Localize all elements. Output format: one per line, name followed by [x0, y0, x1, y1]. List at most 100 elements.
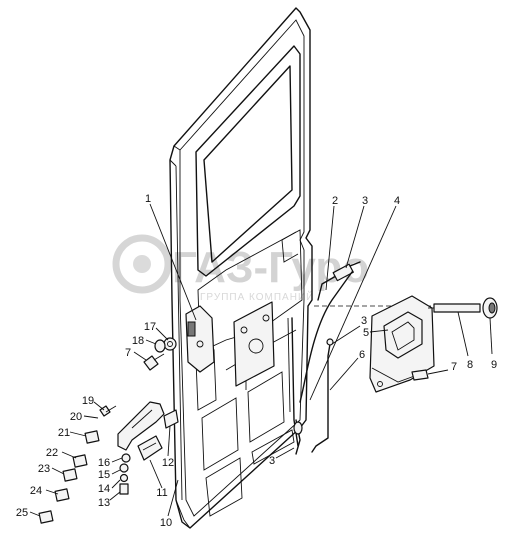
- block-23: [62, 468, 78, 482]
- nut-16: [121, 453, 131, 463]
- block-25: [38, 510, 54, 524]
- door-lock-bolt: [196, 340, 204, 348]
- door-panel: [169, 7, 313, 529]
- screw-right: [411, 369, 429, 381]
- leader-12: [167, 425, 171, 457]
- door-flange-edge: [169, 145, 183, 501]
- door-flange-inner: [179, 19, 305, 517]
- leader-22: [61, 451, 77, 459]
- callout-10: 10: [160, 517, 172, 529]
- callout-13: 13: [98, 497, 110, 509]
- door-outer-contour: [169, 7, 313, 529]
- spring-18: [154, 339, 166, 353]
- rod-adjuster: [332, 263, 354, 282]
- screw-13: [119, 483, 129, 495]
- lock-mount-hole-small: [240, 326, 248, 334]
- inner-rod-vertical-2: [287, 317, 291, 413]
- leader-1: [149, 203, 197, 321]
- screw-left-thread: [153, 353, 165, 361]
- door-inner-opening-3: [205, 457, 243, 517]
- lock-mount-plate: [233, 301, 275, 387]
- leader-21: [69, 431, 87, 437]
- rod-upper: [317, 275, 337, 301]
- lock-cylinder-face: [488, 302, 496, 314]
- callout-6: 6: [359, 349, 365, 361]
- leader-4: [309, 205, 397, 401]
- callout-17: 17: [144, 321, 156, 333]
- screw-right-thread: [427, 371, 439, 375]
- watermark-logo-ring: [112, 234, 172, 294]
- callout-16: 16: [98, 457, 110, 469]
- door-lock-latch: [187, 321, 196, 337]
- callout-labels: 1 2 3 4 3 5 6 7 8 9 17 18 7 19 20 21 22 …: [16, 193, 497, 529]
- callout-1: 1: [145, 193, 151, 205]
- leader-14: [111, 479, 121, 489]
- watermark-subtitle: ГРУППА КОМПАНИЙ: [200, 290, 314, 303]
- leader-8: [457, 311, 469, 357]
- leader-25: [29, 511, 41, 517]
- leader-13: [109, 491, 121, 501]
- door-inner-opening-1: [201, 397, 239, 471]
- door-lock: [185, 305, 215, 373]
- inner-handle-grip: [131, 409, 153, 429]
- callout-8: 8: [467, 359, 473, 371]
- handle-bracket-hole: [377, 381, 383, 387]
- leader-lines: [29, 203, 493, 517]
- leader-19: [93, 401, 105, 411]
- rod-right-end: [326, 338, 334, 346]
- plate-12: [163, 409, 179, 429]
- left-hardware: [38, 337, 179, 524]
- window-frame-outer: [195, 45, 301, 277]
- escutcheon-11-slot: [142, 442, 157, 451]
- inner-handle: [117, 401, 165, 451]
- washer-14: [119, 473, 129, 483]
- window-glass: [203, 65, 293, 263]
- callout-2: 2: [332, 195, 338, 207]
- callout-7r: 7: [451, 361, 457, 373]
- leader-7r: [437, 369, 449, 373]
- callout-11: 11: [156, 487, 167, 499]
- leader-3a: [345, 205, 365, 269]
- block-22: [72, 454, 88, 468]
- callout-25: 25: [16, 507, 28, 519]
- callout-12: 12: [162, 457, 174, 469]
- callout-4: 4: [394, 195, 400, 207]
- rod-upper-tip: [349, 261, 361, 267]
- washer-15: [119, 463, 129, 473]
- callout-18: 18: [132, 335, 144, 347]
- callout-23: 23: [38, 463, 50, 475]
- inner-rod-vertical: [291, 317, 299, 447]
- callout-19: 19: [82, 395, 94, 407]
- cable-long: [299, 271, 353, 403]
- callout-3c: 3: [269, 455, 275, 467]
- callout-20: 20: [70, 411, 82, 423]
- leader-17: [155, 327, 169, 341]
- leader-2: [325, 205, 335, 291]
- handle-recess: [391, 321, 415, 351]
- outer-handle-assembly: [369, 295, 498, 393]
- screw-left: [143, 355, 159, 371]
- callout-3a: 3: [362, 195, 368, 207]
- leader-16: [111, 457, 123, 463]
- callout-9: 9: [491, 359, 497, 371]
- lock-pin: [433, 303, 481, 313]
- door-rib-c: [281, 231, 299, 263]
- lock-mount-hole: [248, 338, 264, 354]
- leader-7l: [133, 351, 147, 361]
- leader-20: [83, 415, 99, 419]
- escutcheon-11: [137, 435, 163, 461]
- washer-17: [163, 337, 177, 351]
- callout-14: 14: [98, 483, 110, 495]
- rod-right: [311, 343, 331, 453]
- lock-mount-hole-small-2: [262, 314, 270, 322]
- callout-3b: 3: [361, 315, 367, 327]
- door-inner-opening-4: [251, 429, 295, 465]
- leader-24: [45, 489, 59, 495]
- leader-3b: [331, 325, 361, 345]
- block-24: [54, 488, 70, 502]
- watermark-title: ГАЗ-Гуро: [172, 243, 369, 292]
- callout-21: 21: [58, 427, 70, 439]
- door-lower-edge: [175, 499, 191, 529]
- callout-7l: 7: [125, 347, 131, 359]
- block-21: [84, 430, 100, 444]
